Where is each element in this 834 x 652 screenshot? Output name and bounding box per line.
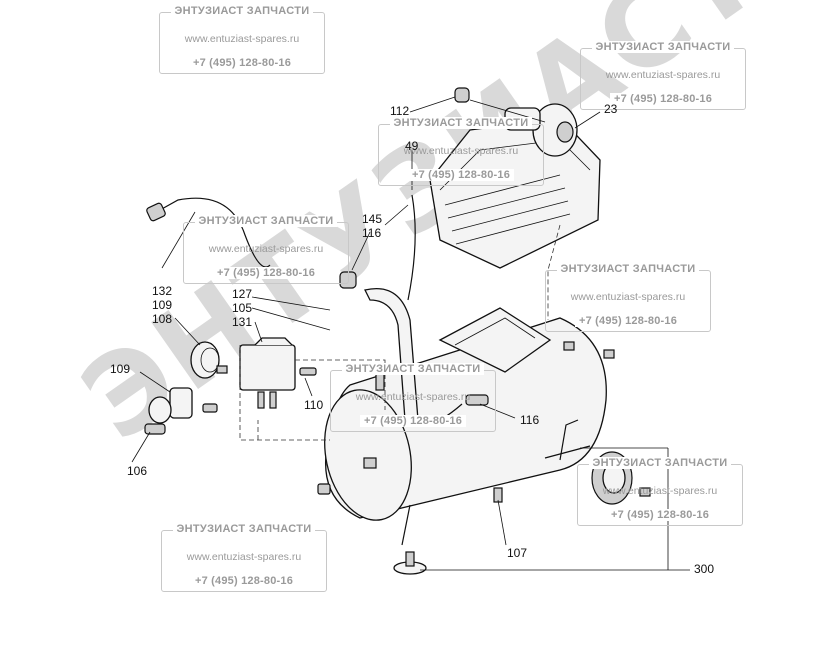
callout-105: 105 [232,301,253,315]
compressor-pump-head [429,103,601,269]
callout-106: 106 [127,464,148,478]
power-cord [146,197,271,268]
motor-bracket-plate [438,307,552,373]
callout-108: 108 [152,312,173,326]
callout-116-top: 116 [362,226,382,240]
callout-49: 49 [405,139,419,153]
watermark-stamp: ЭНТУЗИАСТ ЗАПЧАСТИ www.entuziast-spares.… [580,41,746,110]
callout-107: 107 [507,546,528,560]
callout-110: 110 [304,398,324,412]
watermark-stamp: ЭНТУЗИАСТ ЗАПЧАСТИ www.entuziast-spares.… [378,117,544,186]
rubber-foot [393,487,503,575]
pressure-regulator [144,387,218,435]
callout-116-lower: 116 [520,413,540,427]
watermark-stamp: ЭНТУЗИАСТ ЗАПЧАСТИ www.entuziast-spares.… [159,5,325,74]
pressure-gauge [190,341,228,379]
watermark-stamp: ЭНТУЗИАСТ ЗАПЧАСТИ www.entuziast-spares.… [183,215,349,284]
watermark-stamp: ЭНТУЗИАСТ ЗАПЧАСТИ www.entuziast-spares.… [577,457,743,526]
small-fittings [299,87,615,495]
callout-145: 145 [362,212,383,226]
callout-132: 132 [152,284,173,298]
watermark-stamp: ЭНТУЗИАСТ ЗАПЧАСТИ www.entuziast-spares.… [161,523,327,592]
callout-109-lower: 109 [110,362,131,376]
alignment-lines [239,224,561,441]
watermark-stamp: ЭНТУЗИАСТ ЗАПЧАСТИ www.entuziast-spares.… [330,363,496,432]
callout-127: 127 [232,287,253,301]
watermark-stamp: ЭНТУЗИАСТ ЗАПЧАСТИ www.entuziast-spares.… [545,263,711,332]
callout-109-upper: 109 [152,298,173,312]
callout-300: 300 [694,562,715,576]
callout-112: 112 [390,104,410,118]
callout-131: 131 [232,315,253,329]
callout-23: 23 [604,102,618,116]
pressure-switch [239,337,296,409]
